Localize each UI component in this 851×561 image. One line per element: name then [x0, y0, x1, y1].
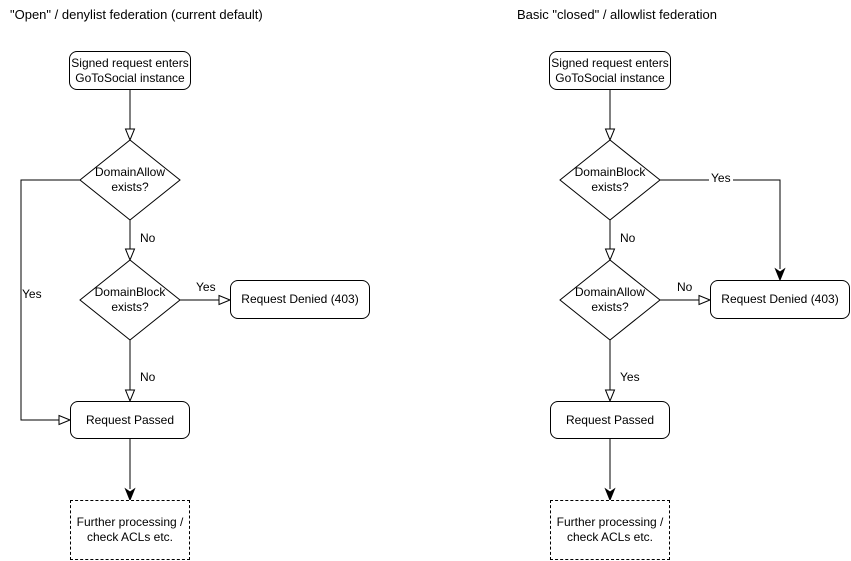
arrowhead-filled-icon	[774, 267, 786, 282]
right-decision1-diamond-shape	[559, 139, 661, 221]
right-chart-title: Basic "closed" / allowlist federation	[517, 7, 717, 22]
left-request-passed-node: Request Passed	[70, 401, 190, 439]
left-request-denied-node: Request Denied (403)	[230, 280, 370, 319]
right-decision2-no-label: No	[677, 280, 693, 294]
right-decision1-yes-label: Yes	[709, 171, 733, 185]
arrowhead-open-icon	[124, 128, 136, 142]
right-decision2-domainallow-label: DomainAllow exists?	[574, 285, 646, 314]
arrowhead-open-icon	[604, 389, 616, 403]
left-edge-decision1-to-passed	[20, 179, 80, 421]
right-further-processing-node: Further processing / check ACLs etc.	[550, 500, 670, 560]
arrowhead-filled-icon	[124, 487, 136, 502]
left-decision2-domainblock-label: DomainBlock exists?	[94, 285, 166, 314]
right-start-node: Signed request enters GoToSocial instanc…	[549, 51, 671, 90]
right-decision1-no-label: No	[620, 231, 636, 245]
right-edge-decision1-to-denied	[660, 179, 781, 269]
right-decision2-yes-label: Yes	[620, 370, 640, 384]
arrowhead-open-icon	[124, 389, 136, 403]
left-start-node: Signed request enters GoToSocial instanc…	[69, 51, 191, 90]
left-chart-title: "Open" / denylist federation (current de…	[10, 7, 263, 22]
arrowhead-open-icon	[124, 248, 136, 262]
right-decision1-domainblock-label: DomainBlock exists?	[574, 165, 646, 194]
arrowhead-open-icon	[604, 128, 616, 142]
right-decision2-diamond-shape	[559, 259, 661, 341]
left-decision1-diamond-shape	[79, 139, 181, 221]
left-decision1-yes-label: Yes	[22, 287, 42, 301]
left-further-processing-node: Further processing / check ACLs etc.	[70, 500, 190, 560]
left-decision2-no-label: No	[140, 370, 156, 384]
left-decision2-diamond-shape	[79, 259, 181, 341]
arrowhead-open-icon	[698, 294, 712, 306]
left-decision1-domainallow-label: DomainAllow exists?	[94, 165, 166, 194]
right-request-denied-node: Request Denied (403)	[710, 280, 850, 319]
left-decision1-no-label: No	[140, 231, 156, 245]
arrowhead-open-icon	[604, 248, 616, 262]
arrowhead-open-icon	[58, 414, 72, 426]
arrowhead-open-icon	[218, 294, 232, 306]
arrowhead-filled-icon	[604, 487, 616, 502]
right-request-passed-node: Request Passed	[550, 401, 670, 439]
left-decision2-yes-label: Yes	[196, 280, 216, 294]
